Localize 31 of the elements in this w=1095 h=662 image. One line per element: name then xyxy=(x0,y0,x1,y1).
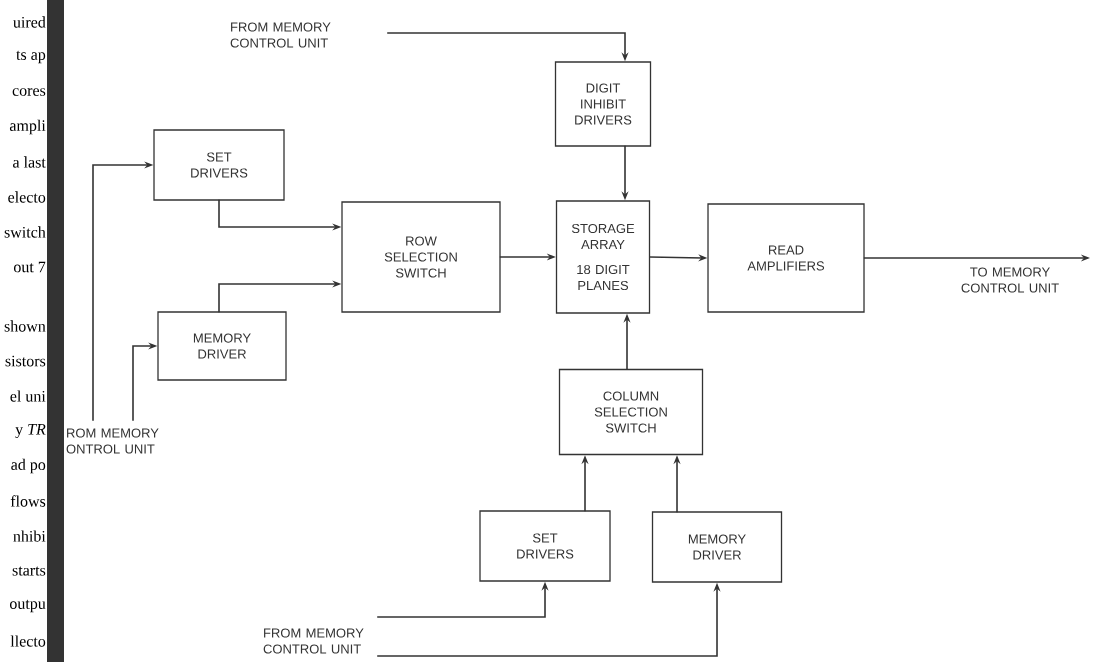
book-text-fragment: shown xyxy=(4,320,46,332)
book-text-fragment: ad po xyxy=(11,458,46,474)
book-text-fragment: y TR xyxy=(15,424,46,438)
block-box: MEMORY DRIVER xyxy=(157,311,287,381)
book-text-fragment: flows xyxy=(10,495,46,507)
block-box: READ AMPLIFIERS xyxy=(707,203,865,313)
book-text-fragment: starts xyxy=(12,566,46,576)
edge-label: TO MEMORY CONTROL UNIT xyxy=(949,266,1071,294)
block-box: MEMORY DRIVER xyxy=(651,511,783,583)
book-text-fragment: cores xyxy=(12,88,46,96)
block-box: STORAGE ARRAY 18 DIGIT PLANES xyxy=(555,200,651,314)
block-box: ROW SELECTION SWITCH xyxy=(341,201,501,313)
book-text-fragment: sistors xyxy=(5,355,46,367)
block-box: COLUMN SELECTION SWITCH xyxy=(558,368,704,456)
source-label: FROM MEMORY CONTROL UNIT xyxy=(230,22,331,48)
block-box: SET DRIVERS xyxy=(479,510,611,582)
block-box: SET DRIVERS xyxy=(153,129,285,201)
book-text-fragment: outpu xyxy=(9,599,46,613)
book-text-fragment: ampli xyxy=(9,119,46,135)
book-text-fragment: llecto xyxy=(10,635,46,647)
block-box: DIGIT INHIBIT DRIVERS xyxy=(554,61,652,147)
book-text-fragment: switch xyxy=(4,226,46,238)
book-text-fragment: a last xyxy=(13,156,46,168)
book-text-fragment: out 7 xyxy=(13,261,46,273)
book-text-fragment: el uni xyxy=(10,390,46,402)
book-text-fragment: ts ap xyxy=(16,50,46,64)
source-label: FROM MEMORY CONTROL UNIT xyxy=(263,628,364,654)
book-text-fragment: electo xyxy=(8,191,46,203)
book-text-fragment: nhibi xyxy=(13,530,46,542)
book-text-fragment: uired xyxy=(13,16,46,28)
source-label: ROM MEMORY ONTROL UNIT xyxy=(66,428,159,454)
